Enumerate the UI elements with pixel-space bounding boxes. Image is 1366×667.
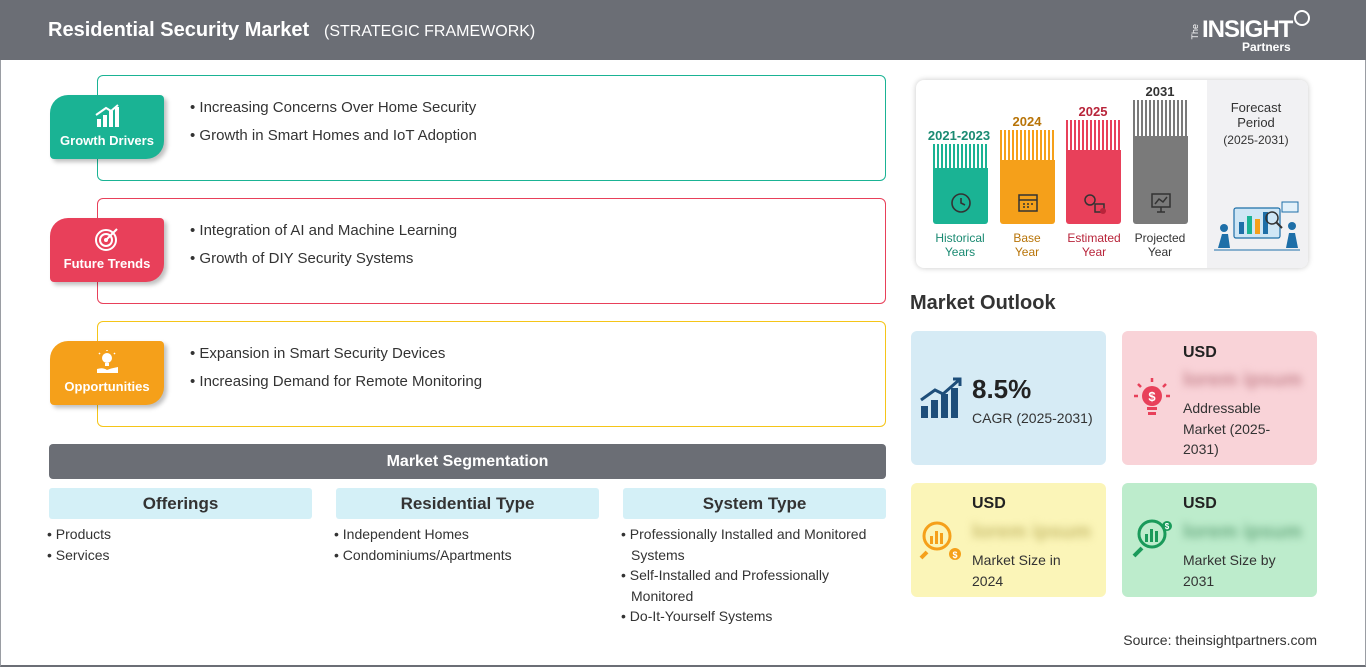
calendar-icon bbox=[1018, 194, 1038, 212]
svg-text:$: $ bbox=[1165, 522, 1170, 531]
segment-list-residential-type: Independent Homes Condominiums/Apartment… bbox=[334, 524, 594, 565]
opportunities-list: Expansion in Smart Security Devices Incr… bbox=[190, 340, 885, 396]
insight-partners-logo[interactable]: The INSIGHT Partners bbox=[1190, 10, 1310, 54]
money-lightbulb-icon: $ bbox=[1134, 378, 1170, 415]
presentation-board-icon bbox=[1151, 193, 1171, 213]
timeline-caption: Historical Years bbox=[935, 231, 985, 259]
timeline-bar-base bbox=[1000, 130, 1055, 224]
svg-text:$: $ bbox=[1148, 389, 1156, 404]
timeline-year: 2031 bbox=[1145, 84, 1175, 99]
list-item: Growth of DIY Security Systems bbox=[190, 245, 885, 273]
header-bar: Residential Security Market (STRATEGIC F… bbox=[0, 0, 1366, 60]
addressable-value-blurred: lorem ipsum bbox=[1183, 369, 1302, 391]
money-magnifier-icon: $ bbox=[1132, 519, 1172, 558]
market-outlook-title: Market Outlook bbox=[910, 292, 1056, 314]
timeline-year: 2024 bbox=[1012, 114, 1042, 129]
list-item: Increasing Demand for Remote Monitoring bbox=[190, 368, 885, 396]
future-trends-list: Integration of AI and Machine Learning G… bbox=[190, 217, 885, 273]
growth-drivers-box: Increasing Concerns Over Home Security G… bbox=[97, 75, 886, 181]
list-item: Self-Installed and Professionally Monito… bbox=[621, 565, 886, 606]
future-trends-tag: Future Trends bbox=[50, 218, 164, 282]
market-size-2024-usd: USD bbox=[972, 495, 1006, 512]
segment-list-offerings: Products Services bbox=[47, 524, 302, 565]
timeline-caption: Estimated Year bbox=[1067, 231, 1121, 259]
analyst-dashboard-illustration bbox=[1214, 201, 1300, 251]
market-size-2031-card: $ USD lorem ipsum Market Size by 2031 bbox=[1122, 483, 1317, 597]
timeline-year: 2021-2023 bbox=[927, 128, 991, 143]
logo-the-text: The bbox=[1190, 24, 1200, 40]
timeline-bar-projected bbox=[1133, 100, 1188, 224]
segment-heading-residential-type: Residential Type bbox=[336, 488, 599, 519]
list-item: Growth in Smart Homes and IoT Adoption bbox=[190, 122, 885, 150]
timeline-bar-historical bbox=[933, 144, 988, 224]
segment-heading-system-type: System Type bbox=[623, 488, 886, 519]
cagr-card: 8.5% CAGR (2025-2031) bbox=[911, 331, 1106, 465]
opportunities-box: Expansion in Smart Security Devices Incr… bbox=[97, 321, 886, 427]
tag-label: Opportunities bbox=[64, 379, 150, 394]
addressable-usd: USD bbox=[1183, 344, 1217, 361]
list-item: Products bbox=[47, 524, 302, 545]
timeline-year: 2025 bbox=[1078, 104, 1108, 119]
list-item: Independent Homes bbox=[334, 524, 594, 545]
page-title: Residential Security Market bbox=[48, 19, 310, 41]
market-size-2031-usd: USD bbox=[1183, 495, 1217, 512]
cagr-label: CAGR (2025-2031) bbox=[972, 410, 1093, 426]
growth-drivers-list: Increasing Concerns Over Home Security G… bbox=[190, 94, 885, 150]
tag-label: Future Trends bbox=[63, 256, 151, 271]
logo-main-text: INSIGHT bbox=[1202, 16, 1293, 43]
future-trends-box: Integration of AI and Machine Learning G… bbox=[97, 198, 886, 304]
lightbulb-hand-icon bbox=[97, 350, 118, 373]
list-item: Expansion in Smart Security Devices bbox=[190, 340, 885, 368]
segment-list-system-type: Professionally Installed and Monitored S… bbox=[621, 524, 886, 627]
segment-heading-offerings: Offerings bbox=[49, 488, 312, 519]
forecast-period-label: Forecast Period bbox=[1230, 100, 1282, 130]
forecast-period-range: (2025-2031) bbox=[1223, 133, 1289, 147]
cagr-value: 8.5% bbox=[972, 374, 1032, 404]
history-clock-icon bbox=[951, 193, 971, 213]
logo-sub-text: Partners bbox=[1242, 40, 1291, 54]
segmentation-title-bar: Market Segmentation bbox=[49, 444, 886, 479]
list-item: Condominiums/Apartments bbox=[334, 545, 594, 566]
market-size-2024-value-blurred: lorem ipsum bbox=[972, 521, 1091, 543]
addressable-market-card: $ USD lorem ipsum Addressable Market (20… bbox=[1122, 331, 1317, 465]
market-size-2024-card: $ USD lorem ipsum Market Size in 2024 bbox=[911, 483, 1106, 597]
target-icon bbox=[95, 228, 118, 251]
opportunities-tag: Opportunities bbox=[50, 341, 164, 405]
growth-chart-icon bbox=[920, 377, 962, 418]
page-subtitle: (STRATEGIC FRAMEWORK) bbox=[324, 23, 536, 40]
list-item: Increasing Concerns Over Home Security bbox=[190, 94, 885, 122]
tag-label: Growth Drivers bbox=[60, 133, 154, 148]
addressable-label: Addressable Market (2025-2031) bbox=[1183, 400, 1271, 457]
money-magnifier-icon: $ bbox=[919, 521, 961, 560]
growth-chart-icon bbox=[95, 104, 119, 127]
market-size-2031-value-blurred: lorem ipsum bbox=[1183, 521, 1302, 543]
timeline-caption: Projected Year bbox=[1134, 231, 1186, 259]
market-size-2024-label: Market Size in 2024 bbox=[972, 552, 1061, 589]
gear-chart-icon bbox=[1084, 194, 1106, 214]
list-item: Do-It-Yourself Systems bbox=[621, 606, 886, 627]
source-citation: Source: theinsightpartners.com bbox=[1123, 632, 1317, 648]
list-item: Integration of AI and Machine Learning bbox=[190, 217, 885, 245]
market-size-2031-label: Market Size by 2031 bbox=[1183, 552, 1276, 589]
list-item: Services bbox=[47, 545, 302, 566]
timeline-panel: 2021-2023 Historical Years 2024 Base Yea… bbox=[916, 80, 1308, 268]
timeline-caption: Base Year bbox=[1013, 231, 1041, 259]
growth-drivers-tag: Growth Drivers bbox=[50, 95, 164, 159]
logo-ring-icon bbox=[1294, 10, 1310, 26]
timeline-bar-estimated bbox=[1066, 120, 1121, 224]
svg-text:$: $ bbox=[952, 550, 957, 560]
list-item: Professionally Installed and Monitored S… bbox=[621, 524, 886, 565]
